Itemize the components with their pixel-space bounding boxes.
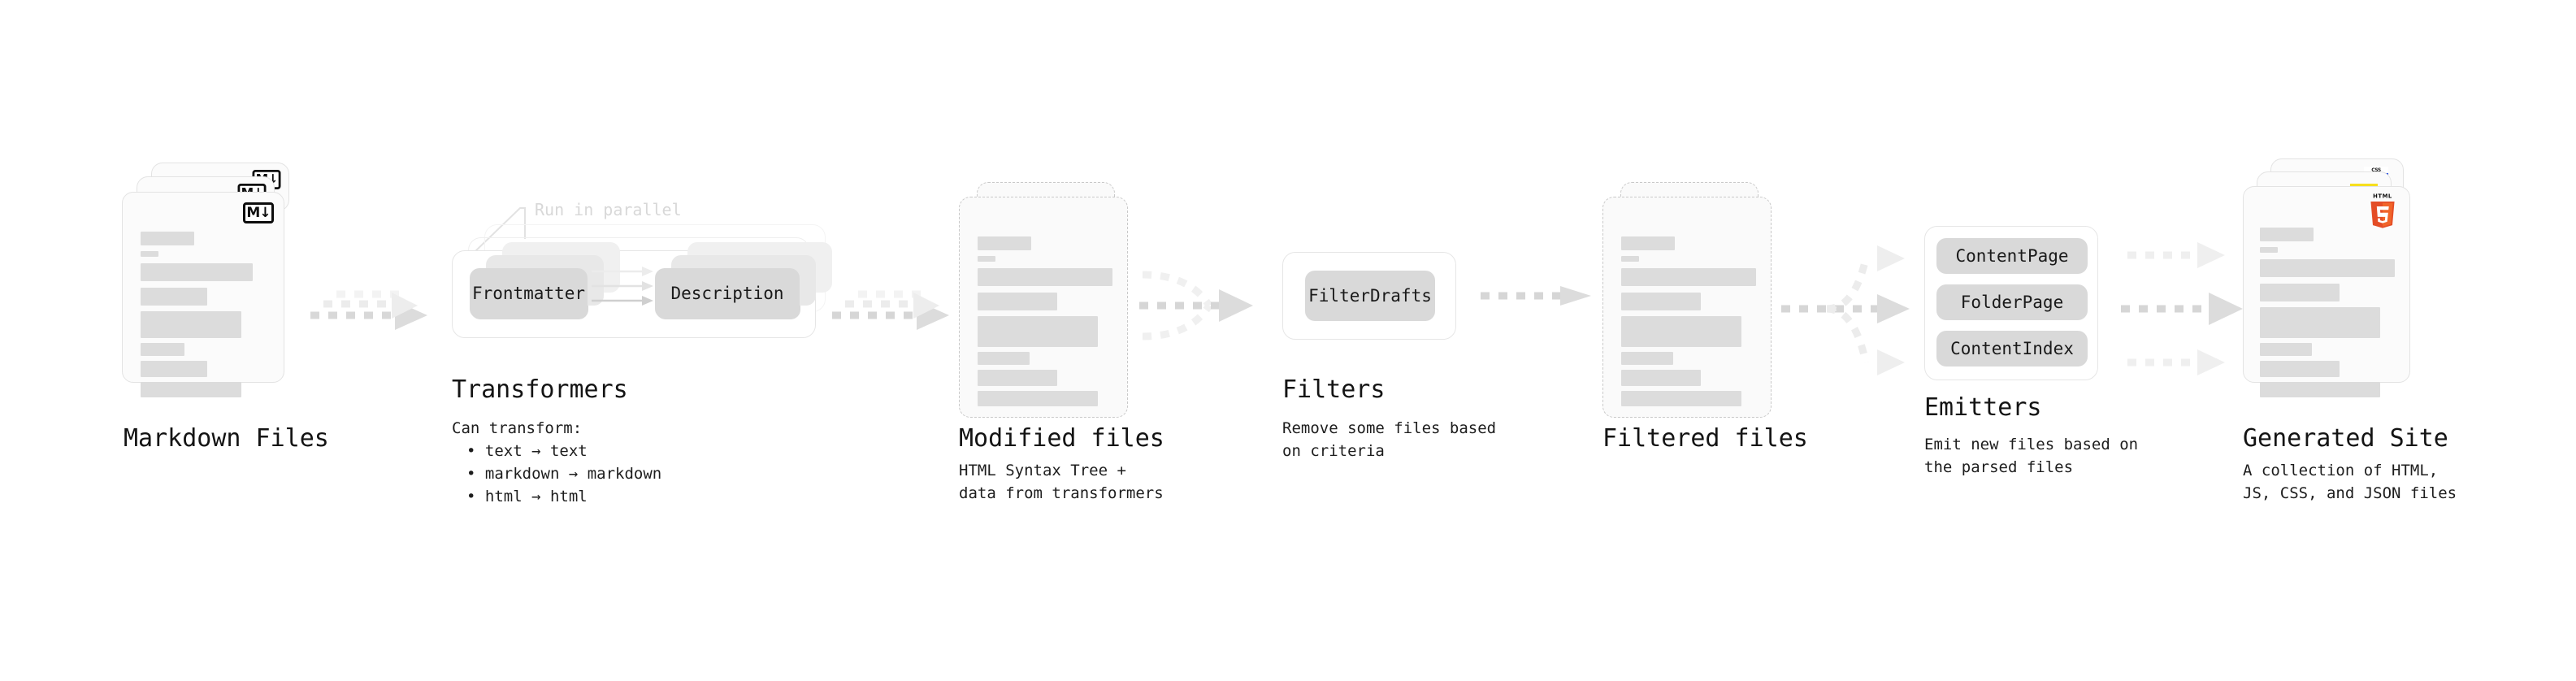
- skeleton-line: [978, 316, 1098, 347]
- modified-file-card-front: [959, 197, 1128, 418]
- transformer-inner-arrows: [592, 267, 653, 306]
- skeleton-line: [978, 352, 1030, 365]
- skeleton-line: [2260, 382, 2380, 397]
- skeleton-line: [2260, 259, 2395, 277]
- skeleton-line: [1621, 236, 1675, 250]
- skeleton-line: [141, 232, 194, 245]
- skeleton-line: [2260, 343, 2312, 356]
- emitters-box: ContentPage FolderPage ContentIndex: [1924, 226, 2098, 380]
- stage-title-modified-files: Modified files: [959, 424, 1164, 453]
- stage-title-markdown-files: Markdown Files: [124, 424, 329, 453]
- skeleton-line: [2260, 228, 2314, 241]
- transformer-bullet-2: • html → html: [466, 488, 588, 505]
- stage-desc-filters: Remove some files based on criteria: [1282, 419, 1497, 460]
- arrow-markdown-to-transformers: [310, 290, 427, 330]
- skeleton-line: [1621, 256, 1639, 262]
- run-in-parallel-label: Run in parallel: [535, 200, 682, 219]
- generated-site-card-html: HTML: [2243, 186, 2410, 397]
- skeleton-line: [141, 382, 241, 397]
- emitter-node-contentpage[interactable]: ContentPage: [1936, 238, 2088, 274]
- stage-title-filtered-files: Filtered files: [1602, 424, 1808, 453]
- skeleton-line: [1621, 316, 1741, 347]
- skeleton-line: [141, 361, 207, 377]
- skeleton-line: [141, 288, 207, 306]
- transformer-bullet-0: • text → text: [466, 442, 588, 460]
- markdown-icon: M↓: [243, 202, 274, 223]
- skeleton-line: [978, 370, 1057, 386]
- stage-title-transformers: Transformers: [452, 375, 628, 404]
- emitter-node-folderpage[interactable]: FolderPage: [1936, 284, 2088, 320]
- filters-box: FilterDrafts: [1282, 252, 1456, 340]
- stage-desc-modified-files: HTML Syntax Tree + data from transformer…: [959, 462, 1164, 502]
- transformer-bullet-1: • markdown → markdown: [466, 465, 662, 483]
- svg-text:HTML: HTML: [2373, 193, 2392, 200]
- transformer-node-frontmatter-front[interactable]: Frontmatter: [470, 268, 588, 319]
- skeleton-line: [2260, 284, 2340, 301]
- skeleton-line: [141, 311, 241, 338]
- skeleton-line: [978, 236, 1031, 250]
- filtered-file-card-front: [1602, 197, 1772, 418]
- stage-desc-generated-site: A collection of HTML, JS, CSS, and JSON …: [2243, 462, 2457, 502]
- skeleton-line: [1621, 293, 1701, 310]
- skeleton-line: [2260, 247, 2278, 253]
- emitter-node-contentindex[interactable]: ContentIndex: [1936, 331, 2088, 367]
- skeleton-line: [141, 343, 184, 356]
- transformer-node-description-front[interactable]: Description: [655, 268, 800, 319]
- arrow-filtered-to-emitters: [1781, 245, 1910, 375]
- skeleton-line: [141, 251, 158, 257]
- html5-icon: HTML: [2370, 193, 2395, 228]
- skeleton-line: [1621, 352, 1673, 365]
- skeleton-line: [978, 268, 1112, 286]
- arrow-transformers-to-modified: [832, 290, 949, 330]
- arrow-emitters-to-site: [2121, 242, 2243, 375]
- filter-node-filterdrafts[interactable]: FilterDrafts: [1305, 271, 1435, 321]
- markdown-file-card-front: M↓: [122, 192, 284, 397]
- skeleton-line: [2260, 307, 2380, 338]
- stage-title-emitters: Emitters: [1924, 393, 2042, 422]
- run-in-parallel-leader-line: [474, 207, 526, 253]
- stage-desc-emitters: Emit new files based on the parsed files: [1924, 436, 2139, 476]
- stage-title-filters: Filters: [1282, 375, 1386, 404]
- skeleton-line: [978, 391, 1098, 406]
- skeleton-line: [1621, 391, 1741, 406]
- skeleton-line: [978, 256, 995, 262]
- skeleton-line: [1621, 370, 1701, 386]
- skeleton-line: [141, 263, 253, 281]
- skeleton-line: [1621, 268, 1756, 286]
- arrow-modified-to-filters: [1139, 271, 1253, 340]
- skeleton-line: [978, 293, 1057, 310]
- skeleton-line: [2260, 361, 2340, 377]
- stage-desc-transformers: Can transform:: [452, 419, 583, 437]
- arrow-filters-to-filtered: [1481, 286, 1591, 306]
- stage-title-generated-site: Generated Site: [2243, 424, 2448, 453]
